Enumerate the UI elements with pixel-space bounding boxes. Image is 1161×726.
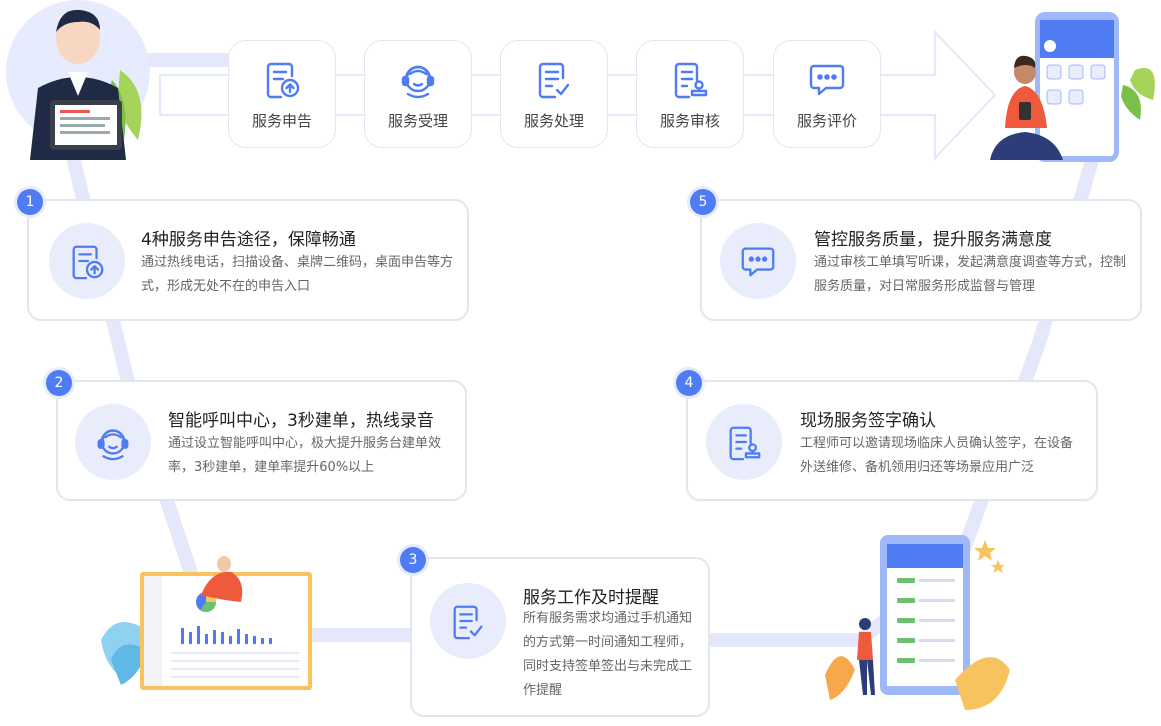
step-number-badge: 3 <box>400 547 426 573</box>
feature-card-5: 5 管控服务质量，提升服务满意度 通过审核工单填写听课，发起满意度调查等方式，控… <box>690 189 1142 321</box>
mobile-user-illustration <box>985 10 1161 170</box>
chat-bubble-icon <box>809 64 845 95</box>
step-label: 服务审核 <box>659 111 720 130</box>
card-icon-circle <box>430 583 506 659</box>
card-description: 工程师可以邀请现场临床人员确认签字，在设备外送维修、备机领用归还等场景应用广泛 <box>800 436 1074 475</box>
feature-card-4: 4 现场服务签字确认 工程师可以邀请现场临床人员确认签字，在设备外送维修、备机领… <box>676 370 1098 501</box>
step-number-badge: 5 <box>690 189 716 215</box>
card-description: 通过审核工单填写听课，发起满意度调查等方式，控制服务质量，对日常服务形成监督与管… <box>814 255 1127 294</box>
card-icon-circle <box>706 404 782 480</box>
step-number-badge: 2 <box>46 370 72 396</box>
feature-card-3: 3 服务工作及时提醒 所有服务需求均通过手机通知的方式第一时间通知工程师，同时支… <box>400 547 710 717</box>
step-label: 服务申告 <box>251 111 312 130</box>
document-upload-icon <box>72 245 104 280</box>
document-upload-icon <box>266 62 300 98</box>
feature-card-1: 1 4种服务申告途径，保障畅通 通过热线电话，扫描设备、桌牌二维码，桌面申告等方… <box>17 189 469 321</box>
card-icon-circle <box>720 223 796 299</box>
card-description: 通过设立智能呼叫中心，极大提升服务台建单效率，3秒建单，建单率提升60%以上 <box>168 436 442 475</box>
step-number-badge: 4 <box>676 370 702 396</box>
step-service-review: 服务审核 <box>636 40 744 148</box>
feature-card-2: 2 智能呼叫中心，3秒建单，热线录音 通过设立智能呼叫中心，极大提升服务台建单效… <box>46 370 467 501</box>
card-title: 智能呼叫中心，3秒建单，热线录音 <box>168 411 434 431</box>
card-icon-circle <box>49 223 125 299</box>
step-service-report: 服务申告 <box>228 40 336 148</box>
step-number-badge: 1 <box>17 189 43 215</box>
card-description: 通过热线电话，扫描设备、桌牌二维码，桌面申告等方式，形成无处不在的申告入口 <box>141 255 454 294</box>
chat-bubble-icon <box>741 247 775 277</box>
step-service-rating: 服务评价 <box>773 40 881 148</box>
step-service-accept: 服务受理 <box>364 40 472 148</box>
card-title: 服务工作及时提醒 <box>523 588 659 608</box>
step-label: 服务处理 <box>523 111 584 130</box>
card-icon-circle <box>75 404 151 480</box>
dashboard-illustration <box>96 550 316 700</box>
step-label: 服务评价 <box>796 111 857 130</box>
step-label: 服务受理 <box>387 111 448 130</box>
card-title: 管控服务质量，提升服务满意度 <box>814 230 1052 250</box>
engineer-tablet-illustration <box>815 530 1015 720</box>
headset-agent-icon <box>401 65 435 98</box>
card-description: 所有服务需求均通过手机通知的方式第一时间通知工程师，同时支持签单签出与未完成工作… <box>523 611 693 698</box>
document-check-icon <box>538 62 570 98</box>
document-check-icon <box>453 605 483 640</box>
card-title: 4种服务申告途径，保障畅通 <box>141 230 356 250</box>
document-stamp-icon <box>729 426 761 461</box>
customer-service-illustration <box>0 0 160 160</box>
step-service-process: 服务处理 <box>500 40 608 148</box>
headset-agent-icon <box>97 429 129 461</box>
document-stamp-icon <box>674 62 708 98</box>
card-title: 现场服务签字确认 <box>800 411 936 431</box>
